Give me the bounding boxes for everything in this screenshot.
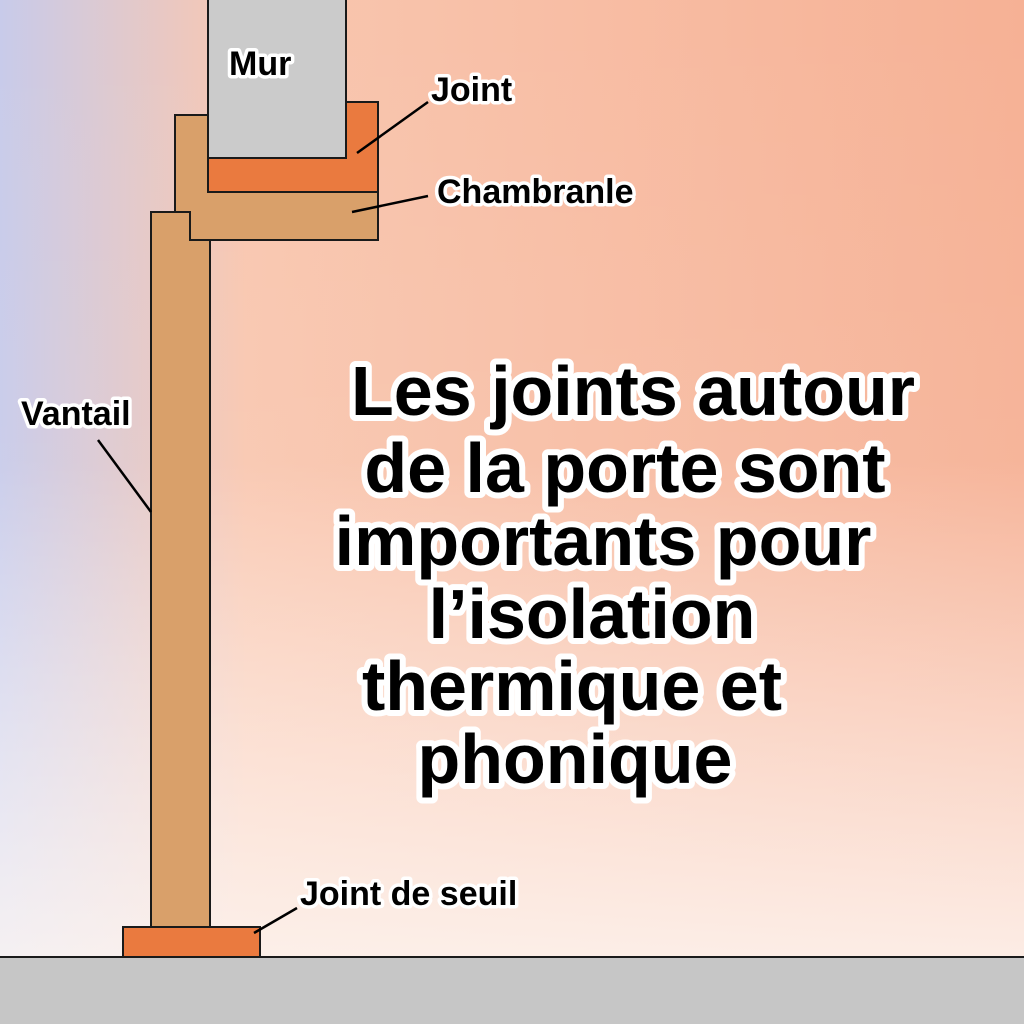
mur-label: Mur [229,45,291,83]
headline-line-5: thermique et [362,647,782,725]
vantail-label: Vantail [21,395,131,433]
threshold-seal [122,926,261,958]
wall [207,0,347,159]
joint-de-seuil-leader-line [253,906,298,935]
vantail-leader-line [96,439,153,513]
floor [0,956,1024,1024]
joint-label: Joint [431,71,512,109]
headline-line-4: l’isolation [429,575,756,653]
headline-line-1: Les joints autour [351,352,915,430]
joint-leader-line [356,100,429,155]
headline-line-6: phonique [418,720,733,798]
chambranle-leader-line [351,194,429,214]
headline-line-2: de la porte sont [364,429,885,507]
joint-de-seuil-label: Joint de seuil [300,875,517,913]
chambranle-label: Chambranle [437,173,634,211]
vantail-door-leaf [150,211,211,928]
headline-line-3: importants pour [335,502,872,580]
